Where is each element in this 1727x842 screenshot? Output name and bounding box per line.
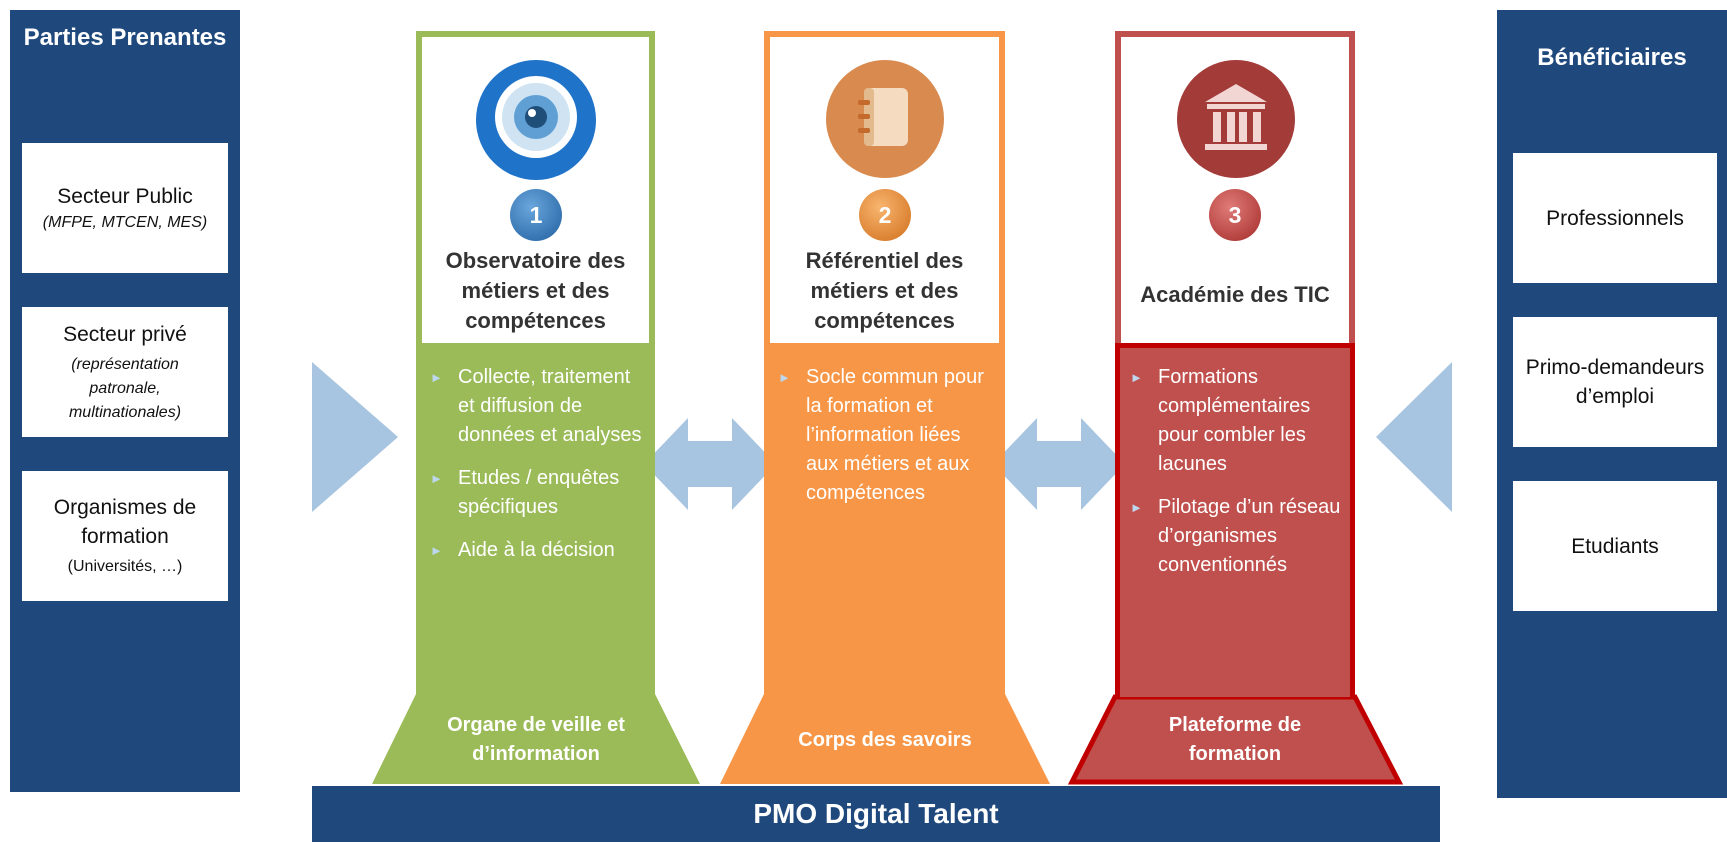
beneficiary-job-seekers: Primo-demandeurs d’emploi	[1513, 317, 1717, 447]
pmo-footer-bar: PMO Digital Talent	[312, 786, 1440, 842]
stakeholder-detail: (représentation patronale, multinational…	[68, 355, 182, 421]
beneficiary-label: Professionnels	[1546, 206, 1684, 230]
bullet-icon: ►	[430, 370, 443, 385]
list-item: ► Socle commun pour la formation et l’inf…	[778, 363, 998, 508]
bullet-text: Aide à la décision	[458, 539, 615, 561]
bullet-icon: ►	[1130, 370, 1143, 385]
pillar-1-base	[372, 694, 700, 784]
pillar-1-body: ► Collecte, traitement et diffusion de do…	[416, 343, 655, 694]
pillar-3-title: Académie des TIC	[1140, 282, 1330, 307]
pillar-3-number: 3	[1209, 189, 1261, 241]
bullet-icon: ►	[1130, 500, 1143, 515]
eye-icon	[476, 60, 596, 180]
stakeholders-title: Parties Prenantes	[23, 24, 227, 51]
list-item: ► Aide à la décision	[430, 536, 645, 565]
pillar-1-title: Observatoire des métiers et des compéten…	[445, 248, 626, 333]
stakeholders-panel: Parties Prenantes Secteur Public (MFPE, …	[10, 10, 240, 792]
bullet-text: Collecte, traitement et diffusion de don…	[458, 366, 642, 446]
stakeholder-detail: (MFPE, MTCEN, MES)	[42, 213, 208, 231]
output-arrow	[1376, 362, 1452, 512]
bullet-text: Etudes / enquêtes spécifiques	[458, 467, 620, 518]
pillar-3-body: ► Formations complémentaires pour combler…	[1115, 343, 1355, 697]
pillar-3-icon	[1177, 60, 1295, 178]
pillar-2-base-label: Corps des savoirs	[798, 728, 972, 751]
pillar-3-base-label: Plateforme de formation	[1168, 714, 1302, 765]
beneficiary-students: Etudiants	[1513, 481, 1717, 611]
pillar-1-bullets: ► Collecte, traitement et diffusion de do…	[430, 363, 645, 579]
double-arrow-1-2	[644, 418, 776, 510]
stakeholder-detail: (Universités, …)	[67, 558, 183, 575]
pillar-2-body: ► Socle commun pour la formation et l’inf…	[764, 343, 1005, 694]
pillar-3-base	[1067, 694, 1404, 785]
beneficiary-label: Etudiants	[1571, 534, 1659, 558]
stakeholder-label: Secteur Public	[57, 184, 193, 208]
institution-icon	[1177, 60, 1295, 178]
beneficiaries-panel: Bénéficiaires Professionnels Primo-deman…	[1497, 10, 1727, 798]
list-item: ► Pilotage d’un réseau d’organismes conve…	[1130, 493, 1345, 580]
stakeholder-training-bodies: Organismes de formation (Universités, …)	[22, 471, 228, 601]
bullet-icon: ►	[430, 471, 443, 486]
beneficiary-professionals: Professionnels	[1513, 153, 1717, 283]
pillar-2-number: 2	[859, 189, 911, 241]
pillar-2-icon	[826, 60, 944, 178]
pillar-2-bullets: ► Socle commun pour la formation et l’inf…	[778, 363, 998, 522]
double-arrow-2-3	[993, 418, 1125, 510]
bullet-text: Formations complémentaires pour combler …	[1158, 366, 1311, 475]
pillar-3-bullets: ► Formations complémentaires pour combler…	[1130, 363, 1345, 594]
bullet-icon: ►	[778, 370, 791, 385]
bullet-text: Socle commun pour la formation et l’info…	[806, 366, 984, 504]
pillar-1-icon	[476, 60, 596, 180]
pillar-2-title: Référentiel des métiers et des compétenc…	[805, 248, 964, 333]
list-item: ► Formations complémentaires pour combler…	[1130, 363, 1345, 479]
bullet-icon: ►	[430, 543, 443, 558]
input-arrow	[312, 362, 398, 512]
beneficiary-label: Primo-demandeurs d’emploi	[1525, 356, 1705, 408]
pillar-1-base-label: Organe de veille et d’information	[447, 714, 625, 765]
stakeholder-label: Organismes de formation	[53, 496, 197, 548]
pillar-2-base	[720, 694, 1050, 784]
stakeholder-label: Secteur privé	[63, 322, 187, 346]
stakeholder-public-sector: Secteur Public (MFPE, MTCEN, MES)	[22, 143, 228, 273]
beneficiaries-title: Bénéficiaires	[1537, 44, 1687, 71]
bullet-text: Pilotage d’un réseau d’organismes conven…	[1158, 496, 1341, 576]
list-item: ► Etudes / enquêtes spécifiques	[430, 464, 645, 522]
pillar-1-number: 1	[510, 189, 562, 241]
notebook-icon	[826, 60, 944, 178]
stakeholder-private-sector: Secteur privé (représentation patronale,…	[22, 307, 228, 437]
list-item: ► Collecte, traitement et diffusion de do…	[430, 363, 645, 450]
